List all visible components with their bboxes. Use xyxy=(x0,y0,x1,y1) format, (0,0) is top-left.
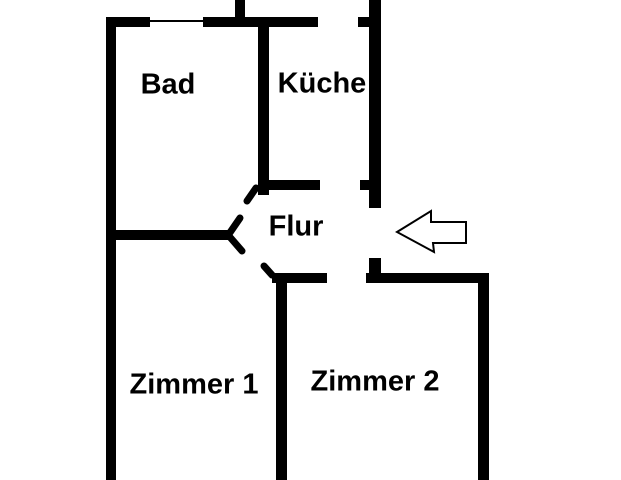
wall-zimmer2-top-left xyxy=(272,273,327,283)
wall-bad-kueche-divider xyxy=(258,17,269,195)
room-label-bad: Bad xyxy=(140,68,196,101)
wall-bad-bottom xyxy=(106,230,228,240)
wall-outer-left xyxy=(106,17,116,480)
room-label-flur: Flur xyxy=(268,210,324,243)
door-tick-zimmer xyxy=(260,262,276,279)
wall-bad-top-left xyxy=(106,17,150,27)
window-bad-top xyxy=(150,20,203,22)
room-label-zimmer1: Zimmer 1 xyxy=(129,368,259,401)
wall-stub-top xyxy=(235,0,245,17)
wall-kueche-bottom-tick xyxy=(360,180,370,190)
room-label-kueche: Küche xyxy=(277,67,367,100)
wall-zimmer-divider xyxy=(276,273,287,480)
wall-kueche-top-tick xyxy=(358,17,369,27)
wall-zimmer2-top-right xyxy=(366,273,489,283)
wall-outer-right-upper xyxy=(369,0,381,208)
wall-kueche-bottom xyxy=(258,180,320,190)
entrance-arrow-icon xyxy=(395,209,467,254)
door-tick-flur-upper xyxy=(225,214,244,238)
room-label-zimmer2: Zimmer 2 xyxy=(310,365,440,398)
wall-outer-right-lower xyxy=(478,273,489,480)
door-tick-flur-lower xyxy=(225,232,246,255)
door-tick-bad xyxy=(243,184,260,205)
